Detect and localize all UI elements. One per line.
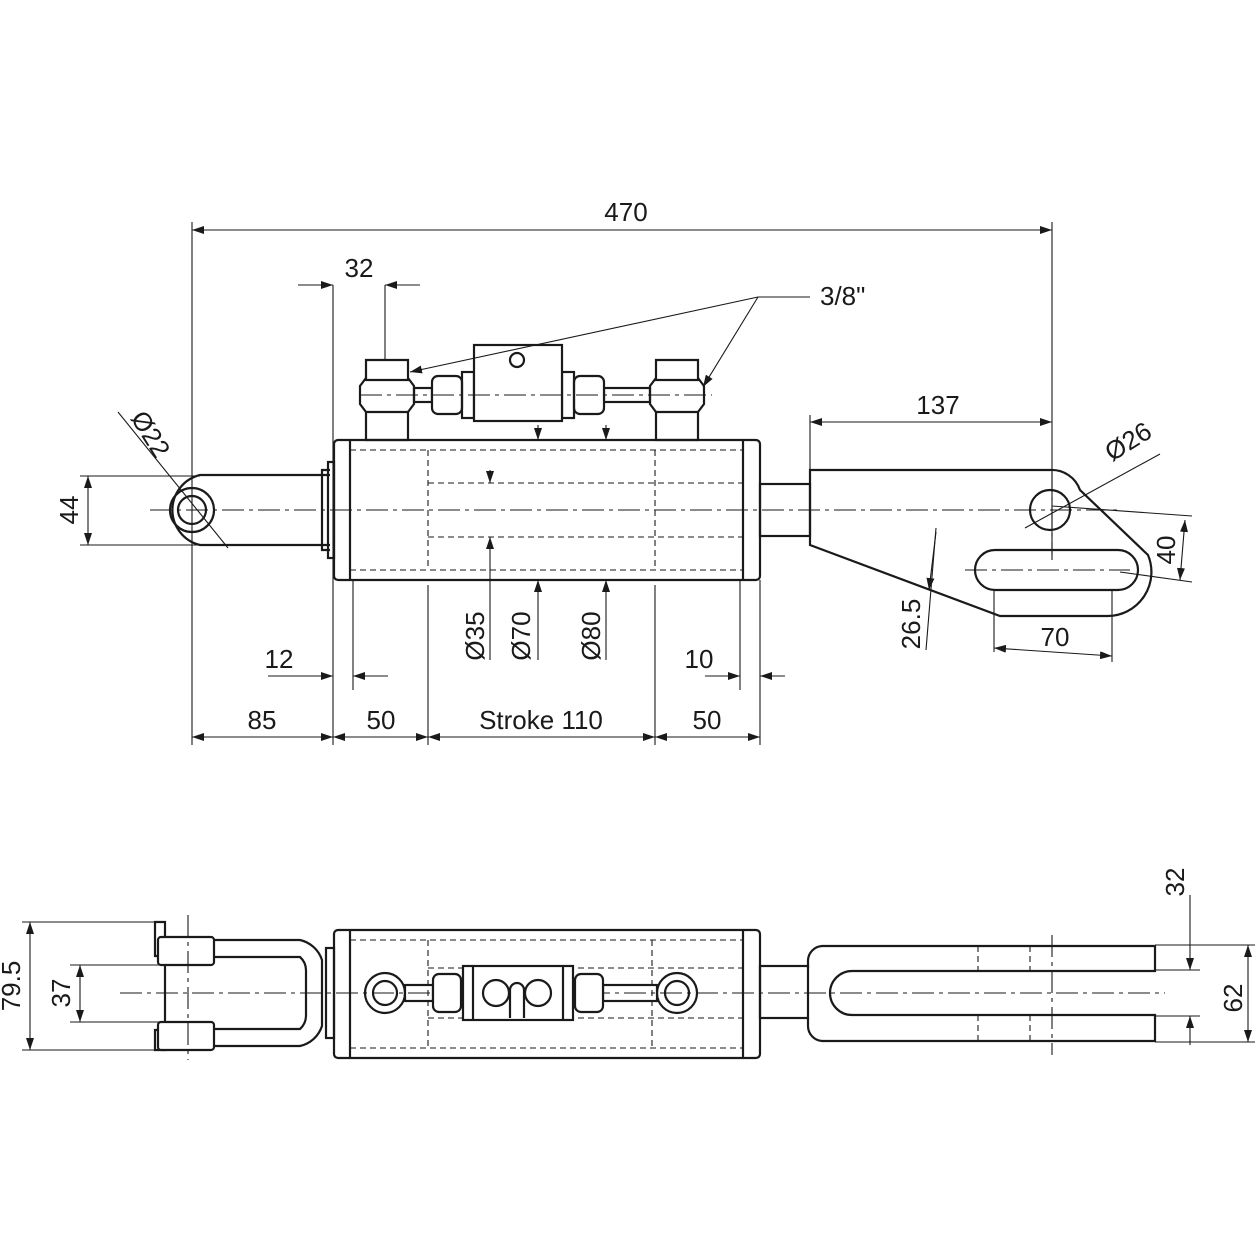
dim-clevis-outer: 62 [1218,984,1248,1013]
top-extension-lines [22,921,1255,1051]
dim-slot-offset: 26.5 [896,599,926,650]
dim-left-eye-height: 44 [54,496,84,525]
dim-right-body-len: 50 [693,705,722,735]
left-rod-eye [117,411,330,552]
dim-fork-inner: 37 [46,979,76,1008]
dimension-lines [84,226,1188,741]
extension-lines [80,222,1193,745]
dim-rod-dia: Ø35 [460,611,490,660]
side-view: 470 32 3/8" 137 Ø26 Ø22 44 40 26.5 70 Ø3… [54,197,1193,745]
dim-stroke: Stroke 110 [479,705,603,735]
dim-left-pin-dia: Ø22 [125,405,176,463]
dim-port-spacing: 32 [345,253,374,283]
dim-left-body-len: 50 [367,705,396,735]
dim-clevis-gap: 32 [1160,868,1190,897]
dim-port-thread: 3/8" [820,281,865,311]
right-clevis [758,453,1161,618]
top-dimension-lines [26,895,1252,1050]
top-body [324,928,762,1060]
dim-left-rod-len: 85 [248,705,277,735]
top-right-clevis [758,935,1157,1055]
dim-slot-height: 40 [1151,536,1181,565]
dim-left-cap: 12 [265,644,294,674]
dim-slot-length: 70 [1041,622,1070,652]
dim-right-cap: 10 [685,644,714,674]
valve-block [358,343,712,442]
dim-tube-dia: Ø80 [576,611,606,660]
top-labels: 79.5 37 32 62 [0,868,1248,1013]
cylinder-body [326,438,762,582]
dim-right-pin-dia: Ø26 [1099,416,1157,467]
dim-right-length: 137 [916,390,959,420]
dim-fork-outer: 79.5 [0,961,26,1012]
left-fork [153,915,324,1060]
dim-bore-dia: Ø70 [506,611,536,660]
side-labels: 470 32 3/8" 137 Ø26 Ø22 44 40 26.5 70 Ø3… [54,197,1181,735]
top-view: 79.5 37 32 62 [0,868,1255,1060]
dim-overall-length: 470 [604,197,647,227]
